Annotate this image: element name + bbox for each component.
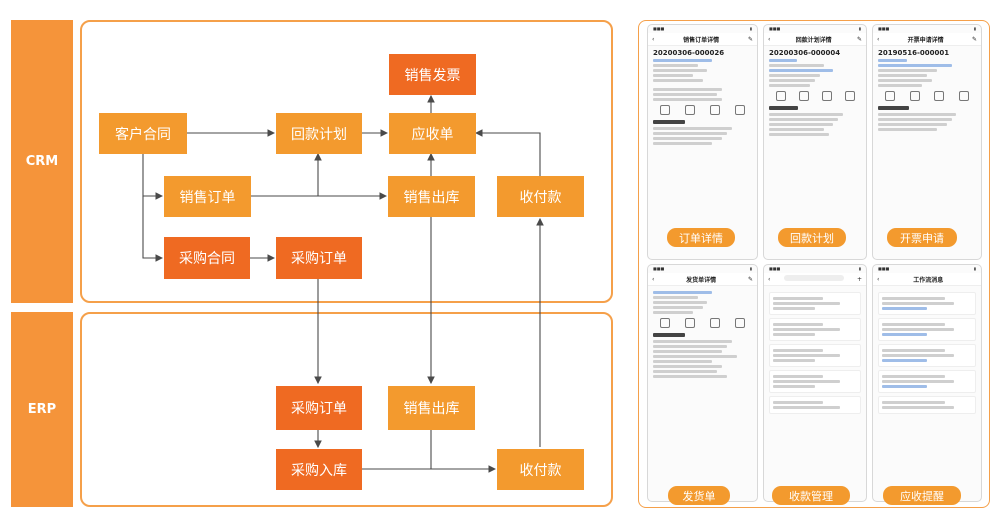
arrow-contract-to-purchasecontract bbox=[142, 196, 164, 262]
list-item[interactable] bbox=[878, 292, 976, 315]
phone-navbar: ‹ 发货单详情 ✎ bbox=[648, 273, 757, 286]
status-bar: ■■■▮ bbox=[878, 26, 976, 31]
phone-icon-row bbox=[653, 318, 752, 328]
phone-icon-row bbox=[878, 91, 976, 101]
phone-navbar: ‹ 销售订单详情 ✎ bbox=[648, 33, 757, 46]
phone-record-number: 20190516-000001 bbox=[878, 49, 950, 57]
edit-icon[interactable]: ✎ bbox=[747, 35, 753, 43]
erp-label-text: ERP bbox=[27, 402, 57, 417]
label-payment-management: 收款管理 bbox=[772, 486, 850, 505]
list-item[interactable] bbox=[878, 370, 976, 393]
node-payment-crm: 收付款 bbox=[497, 176, 584, 217]
phone-icon-row bbox=[653, 105, 752, 115]
phone-record-number: 20200306-000026 bbox=[653, 49, 725, 57]
node-payment-crm-label: 收付款 bbox=[519, 189, 562, 206]
phone-collection-plan: ■■■▮ ‹ 回款计划详情 ✎ 20200306-000004 bbox=[763, 24, 867, 260]
node-purchase-order-crm-label: 采购订单 bbox=[291, 251, 347, 267]
back-icon[interactable]: ‹ bbox=[877, 35, 880, 43]
node-collection-plan-label: 回款计划 bbox=[291, 126, 347, 143]
status-bar: ■■■▮ bbox=[878, 266, 976, 271]
label-delivery-note: 发货单 bbox=[668, 486, 730, 505]
label-delivery-note-text: 发货单 bbox=[682, 489, 716, 503]
list-item[interactable] bbox=[769, 318, 861, 341]
phone-navbar: ‹ 工作流消息 bbox=[873, 273, 981, 286]
phone-navbar: ‹ 回款计划详情 ✎ bbox=[764, 33, 866, 46]
node-sales-outbound-crm-label: 销售出库 bbox=[403, 189, 460, 206]
label-order-detail-text: 订单详情 bbox=[679, 231, 723, 245]
back-icon[interactable]: ‹ bbox=[652, 275, 655, 283]
node-payment-erp-label: 收付款 bbox=[519, 462, 562, 479]
edit-icon[interactable]: ✎ bbox=[747, 275, 753, 283]
node-payment-erp: 收付款 bbox=[497, 449, 584, 490]
phone-icon-row bbox=[769, 91, 861, 101]
label-order-detail: 订单详情 bbox=[667, 228, 735, 247]
back-icon[interactable]: ‹ bbox=[768, 35, 771, 43]
list-item[interactable] bbox=[769, 370, 861, 393]
label-payment-management-text: 收款管理 bbox=[789, 489, 833, 503]
arrow-contract-to-salesorder bbox=[142, 153, 164, 200]
node-customer-contract: 客户合同 bbox=[99, 113, 187, 154]
list-item[interactable] bbox=[769, 396, 861, 414]
node-sales-invoice: 销售发票 bbox=[389, 54, 476, 95]
phone-delivery-note: ■■■▮ ‹ 发货单详情 ✎ bbox=[647, 264, 758, 502]
list-item[interactable] bbox=[878, 396, 976, 414]
node-sales-outbound-erp-label: 销售出库 bbox=[403, 401, 460, 417]
phone-navbar: ‹+ bbox=[764, 273, 866, 286]
node-receivable-label: 应收单 bbox=[411, 126, 454, 143]
edit-icon[interactable]: ✎ bbox=[971, 35, 977, 43]
status-bar: ■■■▮ bbox=[769, 26, 861, 31]
phone-workflow-messages: ■■■▮ ‹ 工作流消息 bbox=[872, 264, 982, 502]
label-invoice-request: 开票申请 bbox=[887, 228, 957, 247]
crm-label-text: CRM bbox=[25, 154, 59, 169]
node-purchase-order-erp: 采购订单 bbox=[276, 386, 362, 430]
node-sales-invoice-label: 销售发票 bbox=[404, 67, 461, 84]
phone-title: 开票申请详情 bbox=[907, 36, 944, 44]
back-icon[interactable]: ‹ bbox=[768, 275, 771, 283]
node-sales-outbound-crm: 销售出库 bbox=[388, 176, 475, 217]
phone-title: 工作流消息 bbox=[913, 276, 944, 284]
phone-record-number: 20200306-000004 bbox=[769, 49, 841, 57]
phone-title: 回款计划详情 bbox=[795, 36, 832, 44]
list-item[interactable] bbox=[769, 344, 861, 367]
node-sales-outbound-erp: 销售出库 bbox=[388, 386, 475, 430]
phone-payment-management: ■■■▮ ‹+ bbox=[763, 264, 867, 502]
mobile-screens-panel bbox=[638, 20, 990, 508]
status-bar: ■■■▮ bbox=[653, 266, 752, 271]
node-purchase-order-erp-label: 采购订单 bbox=[291, 401, 347, 417]
phone-title: 发货单详情 bbox=[686, 276, 717, 284]
back-icon[interactable]: ‹ bbox=[652, 35, 655, 43]
label-collection-plan-text: 回款计划 bbox=[790, 231, 834, 245]
erp-section-label: ERP bbox=[11, 312, 73, 507]
node-purchase-inbound: 采购入库 bbox=[276, 449, 362, 490]
node-customer-contract-label: 客户合同 bbox=[115, 126, 171, 143]
edit-icon[interactable]: ✎ bbox=[856, 35, 862, 43]
status-bar: ■■■▮ bbox=[653, 26, 752, 31]
phone-order-detail: ■■■▮ ‹ 销售订单详情 ✎ 20200306-000026 bbox=[647, 24, 758, 260]
node-purchase-inbound-label: 采购入库 bbox=[291, 462, 347, 479]
search-bar[interactable] bbox=[770, 275, 857, 283]
node-collection-plan: 回款计划 bbox=[276, 113, 362, 154]
label-invoice-request-text: 开票申请 bbox=[900, 231, 944, 245]
label-collection-plan: 回款计划 bbox=[778, 228, 846, 247]
add-icon[interactable]: + bbox=[856, 275, 862, 283]
node-receivable: 应收单 bbox=[389, 113, 476, 154]
node-sales-order-label: 销售订单 bbox=[179, 189, 236, 206]
status-bar: ■■■▮ bbox=[769, 266, 861, 271]
label-receivable-reminder: 应收提醒 bbox=[883, 486, 961, 505]
label-receivable-reminder-text: 应收提醒 bbox=[900, 489, 944, 503]
phone-invoice-request: ■■■▮ ‹ 开票申请详情 ✎ 20190516-000001 bbox=[872, 24, 982, 260]
node-sales-order: 销售订单 bbox=[164, 176, 251, 217]
phone-title: 销售订单详情 bbox=[683, 36, 720, 44]
node-purchase-contract-label: 采购合同 bbox=[179, 251, 235, 267]
phone-navbar: ‹ 开票申请详情 ✎ bbox=[873, 33, 981, 46]
node-purchase-contract: 采购合同 bbox=[164, 237, 250, 279]
back-icon[interactable]: ‹ bbox=[877, 275, 880, 283]
arrow-payment-to-receivable bbox=[474, 129, 541, 176]
list-item[interactable] bbox=[878, 318, 976, 341]
list-item[interactable] bbox=[769, 292, 861, 315]
list-item[interactable] bbox=[878, 344, 976, 367]
node-purchase-order-crm: 采购订单 bbox=[276, 237, 362, 279]
crm-section-label: CRM bbox=[11, 20, 73, 303]
